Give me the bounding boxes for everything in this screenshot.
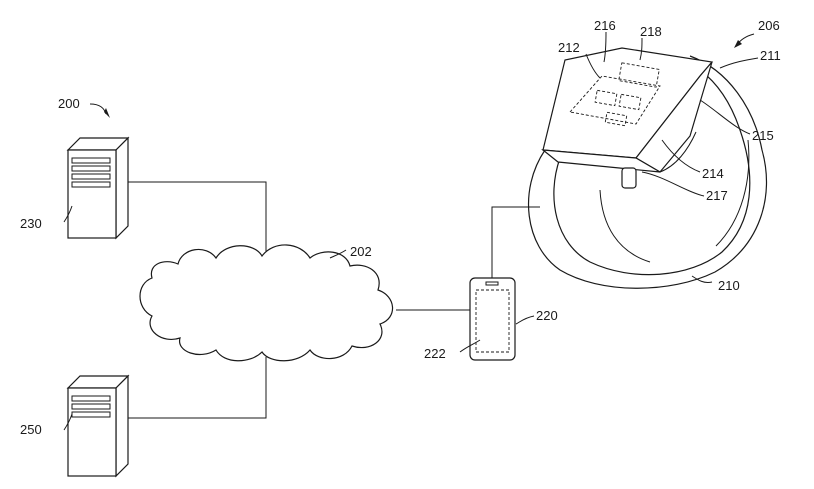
label-220: 220 xyxy=(536,308,558,323)
label-216: 216 xyxy=(594,18,616,33)
network-cloud xyxy=(139,244,394,362)
label-200: 200 xyxy=(58,96,80,111)
link-server-top-to-network xyxy=(128,181,267,252)
label-250: 250 xyxy=(20,422,42,437)
server-top xyxy=(66,136,130,240)
label-215: 215 xyxy=(752,128,774,143)
label-214: 214 xyxy=(702,166,724,181)
wearable-device xyxy=(527,47,768,289)
link-phone-to-wearable xyxy=(491,206,540,278)
label-202: 202 xyxy=(350,244,372,259)
label-218: 218 xyxy=(640,24,662,39)
connection-lines xyxy=(128,181,540,419)
leader-lines xyxy=(63,31,759,431)
smartphone xyxy=(469,277,516,361)
label-210: 210 xyxy=(718,278,740,293)
reference-labels: 200 202 206 210 211 212 214 215 216 217 … xyxy=(20,18,781,437)
label-222: 222 xyxy=(424,346,446,361)
label-217: 217 xyxy=(706,188,728,203)
label-211: 211 xyxy=(760,48,781,63)
server-bottom xyxy=(66,374,130,478)
label-206: 206 xyxy=(758,18,780,33)
label-230: 230 xyxy=(20,216,42,231)
link-server-bottom-to-network xyxy=(128,357,267,419)
label-212: 212 xyxy=(558,40,580,55)
